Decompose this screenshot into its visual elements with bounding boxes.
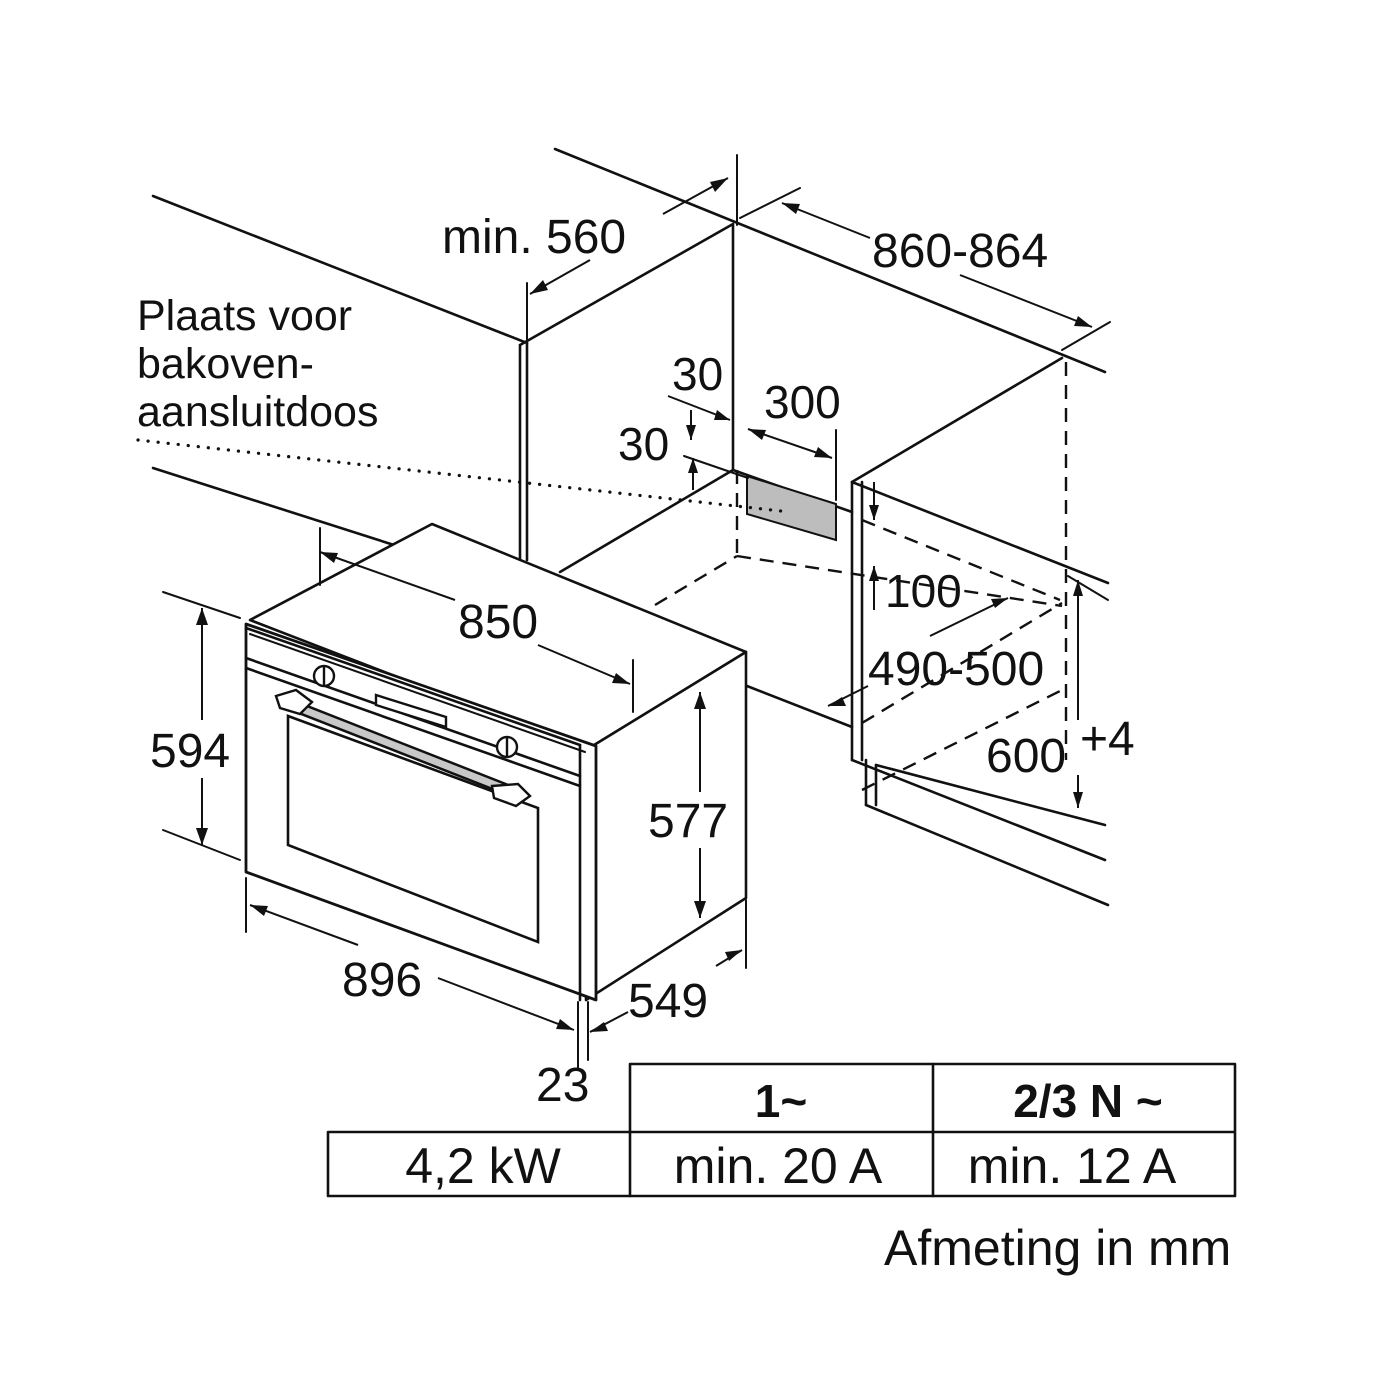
label-front-width: 896 xyxy=(342,954,422,1007)
display-icon xyxy=(374,693,448,729)
label-box-height: 100 xyxy=(885,565,962,617)
cabinet-niche xyxy=(151,147,1110,907)
label-front-height: 594 xyxy=(150,725,230,778)
connection-box xyxy=(746,474,837,542)
table-fuse-three-phase: min. 12 A xyxy=(968,1138,1177,1194)
oven xyxy=(244,522,748,1002)
label-box-offset-side: 30 xyxy=(618,418,669,470)
knob-left-icon xyxy=(312,664,336,688)
electrical-table: 1~ 2/3 N ~ 4,2 kW min. 20 A min. 12 A xyxy=(326,1062,1237,1198)
note-line-1: Plaats voor xyxy=(137,292,352,340)
units-footer: Afmeting in mm xyxy=(884,1220,1231,1276)
label-front-thickness: 23 xyxy=(536,1059,589,1112)
label-box-width: 300 xyxy=(764,376,841,428)
door-handle-icon xyxy=(274,688,532,808)
table-fuse-single-phase: min. 20 A xyxy=(674,1138,883,1194)
label-min-depth: min. 560 xyxy=(442,211,626,264)
note-leader-line xyxy=(136,438,792,514)
label-niche-height-tolerance: +4 xyxy=(1080,713,1135,766)
label-body-depth: 549 xyxy=(628,975,708,1028)
note-line-2: bakoven- xyxy=(137,340,314,388)
label-oven-width-body: 850 xyxy=(458,596,538,649)
label-box-offset-top: 30 xyxy=(672,348,723,400)
table-header-three-phase: 2/3 N ~ xyxy=(1013,1075,1163,1127)
label-body-height: 577 xyxy=(648,795,728,848)
knob-right-icon xyxy=(495,735,519,759)
table-power-value: 4,2 kW xyxy=(405,1138,561,1194)
table-header-single-phase: 1~ xyxy=(755,1075,807,1127)
dimension-lines xyxy=(162,177,1111,1071)
note-line-3: aansluitdoos xyxy=(137,388,378,436)
label-niche-width: 860-864 xyxy=(872,225,1048,278)
connection-box-note: Plaats voor bakoven- aansluitdoos xyxy=(137,292,378,436)
label-niche-height: 600 xyxy=(986,730,1066,783)
dimension-labels: min. 560 860-864 30 300 30 100 490-500 6… xyxy=(150,211,1135,1112)
label-niche-depth: 490-500 xyxy=(868,643,1044,696)
oven-window xyxy=(286,714,540,944)
